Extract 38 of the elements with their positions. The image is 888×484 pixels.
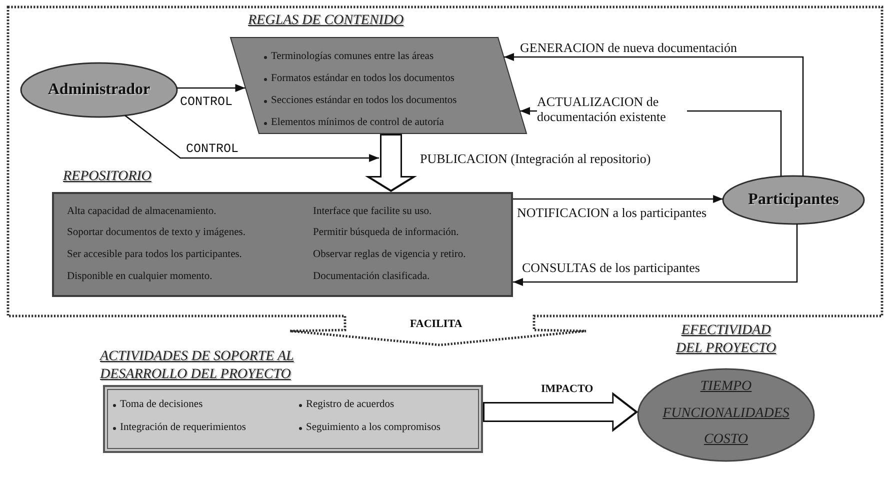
list-item: Registro de acuerdos	[306, 399, 394, 411]
arrow	[124, 114, 379, 162]
edge-label: CONSULTAS de los participantes	[522, 260, 700, 275]
arrow	[504, 53, 804, 176]
list-item: Seguimiento a los compromisos	[306, 422, 440, 434]
section-heading: EFECTIVIDAD DEL PROYECTO	[674, 322, 778, 358]
edge-label: GENERACION de nueva documentación	[520, 40, 737, 55]
arrow	[513, 224, 798, 286]
list-item: Toma de decisiones	[120, 399, 203, 411]
arrow	[176, 84, 246, 92]
block-arrow	[365, 134, 417, 192]
block-arrow	[483, 392, 638, 432]
list-item: Elementos mínimos de control de autoría	[271, 117, 444, 129]
list-item: Ser accesible para todos los participantes.	[67, 249, 242, 261]
list-item: Disponible en cualquier momento.	[67, 271, 212, 283]
edge-label: PUBLICACION (Integración al repositorio)	[420, 151, 651, 166]
node-label: Participantes	[748, 191, 839, 209]
section-heading: ACTIVIDADES DE SOPORTE AL DESARROLLO DEL PROYECTO	[100, 348, 295, 384]
node-label: FUNCIONALIDADES	[662, 406, 790, 422]
list-item: Observar reglas de vigencia y retiro.	[313, 249, 466, 261]
list-item: Soportar documentos de texto y imágenes.	[67, 227, 246, 239]
edge-label: NOTIFICACION a los participantes	[517, 205, 707, 220]
edge-label: ACTUALIZACION de documentación existente	[537, 94, 687, 124]
callout-label: FACILITA	[410, 318, 462, 331]
list-item: Secciones estándar en todos los documentos	[271, 95, 457, 107]
list-item: Integración de requerimientos	[120, 422, 246, 434]
list-item: Interface que facilite su uso.	[313, 206, 432, 218]
list-item: Permitir búsqueda de información.	[313, 227, 459, 239]
section-heading: REPOSITORIO	[63, 168, 152, 186]
list-item: Formatos estándar en todos los documentos	[271, 73, 454, 85]
node-label: COSTO	[704, 432, 748, 448]
list-item: Terminologías comunes entre las áreas	[271, 51, 434, 63]
node-label: Administrador	[48, 81, 150, 99]
arrow	[513, 195, 724, 203]
section-heading: REGLAS DE CONTENIDO	[248, 12, 404, 30]
node-label: TIEMPO	[700, 379, 752, 395]
list-item: Alta capacidad de almacenamiento.	[67, 206, 216, 218]
list-item: Documentación clasificada.	[313, 271, 430, 283]
